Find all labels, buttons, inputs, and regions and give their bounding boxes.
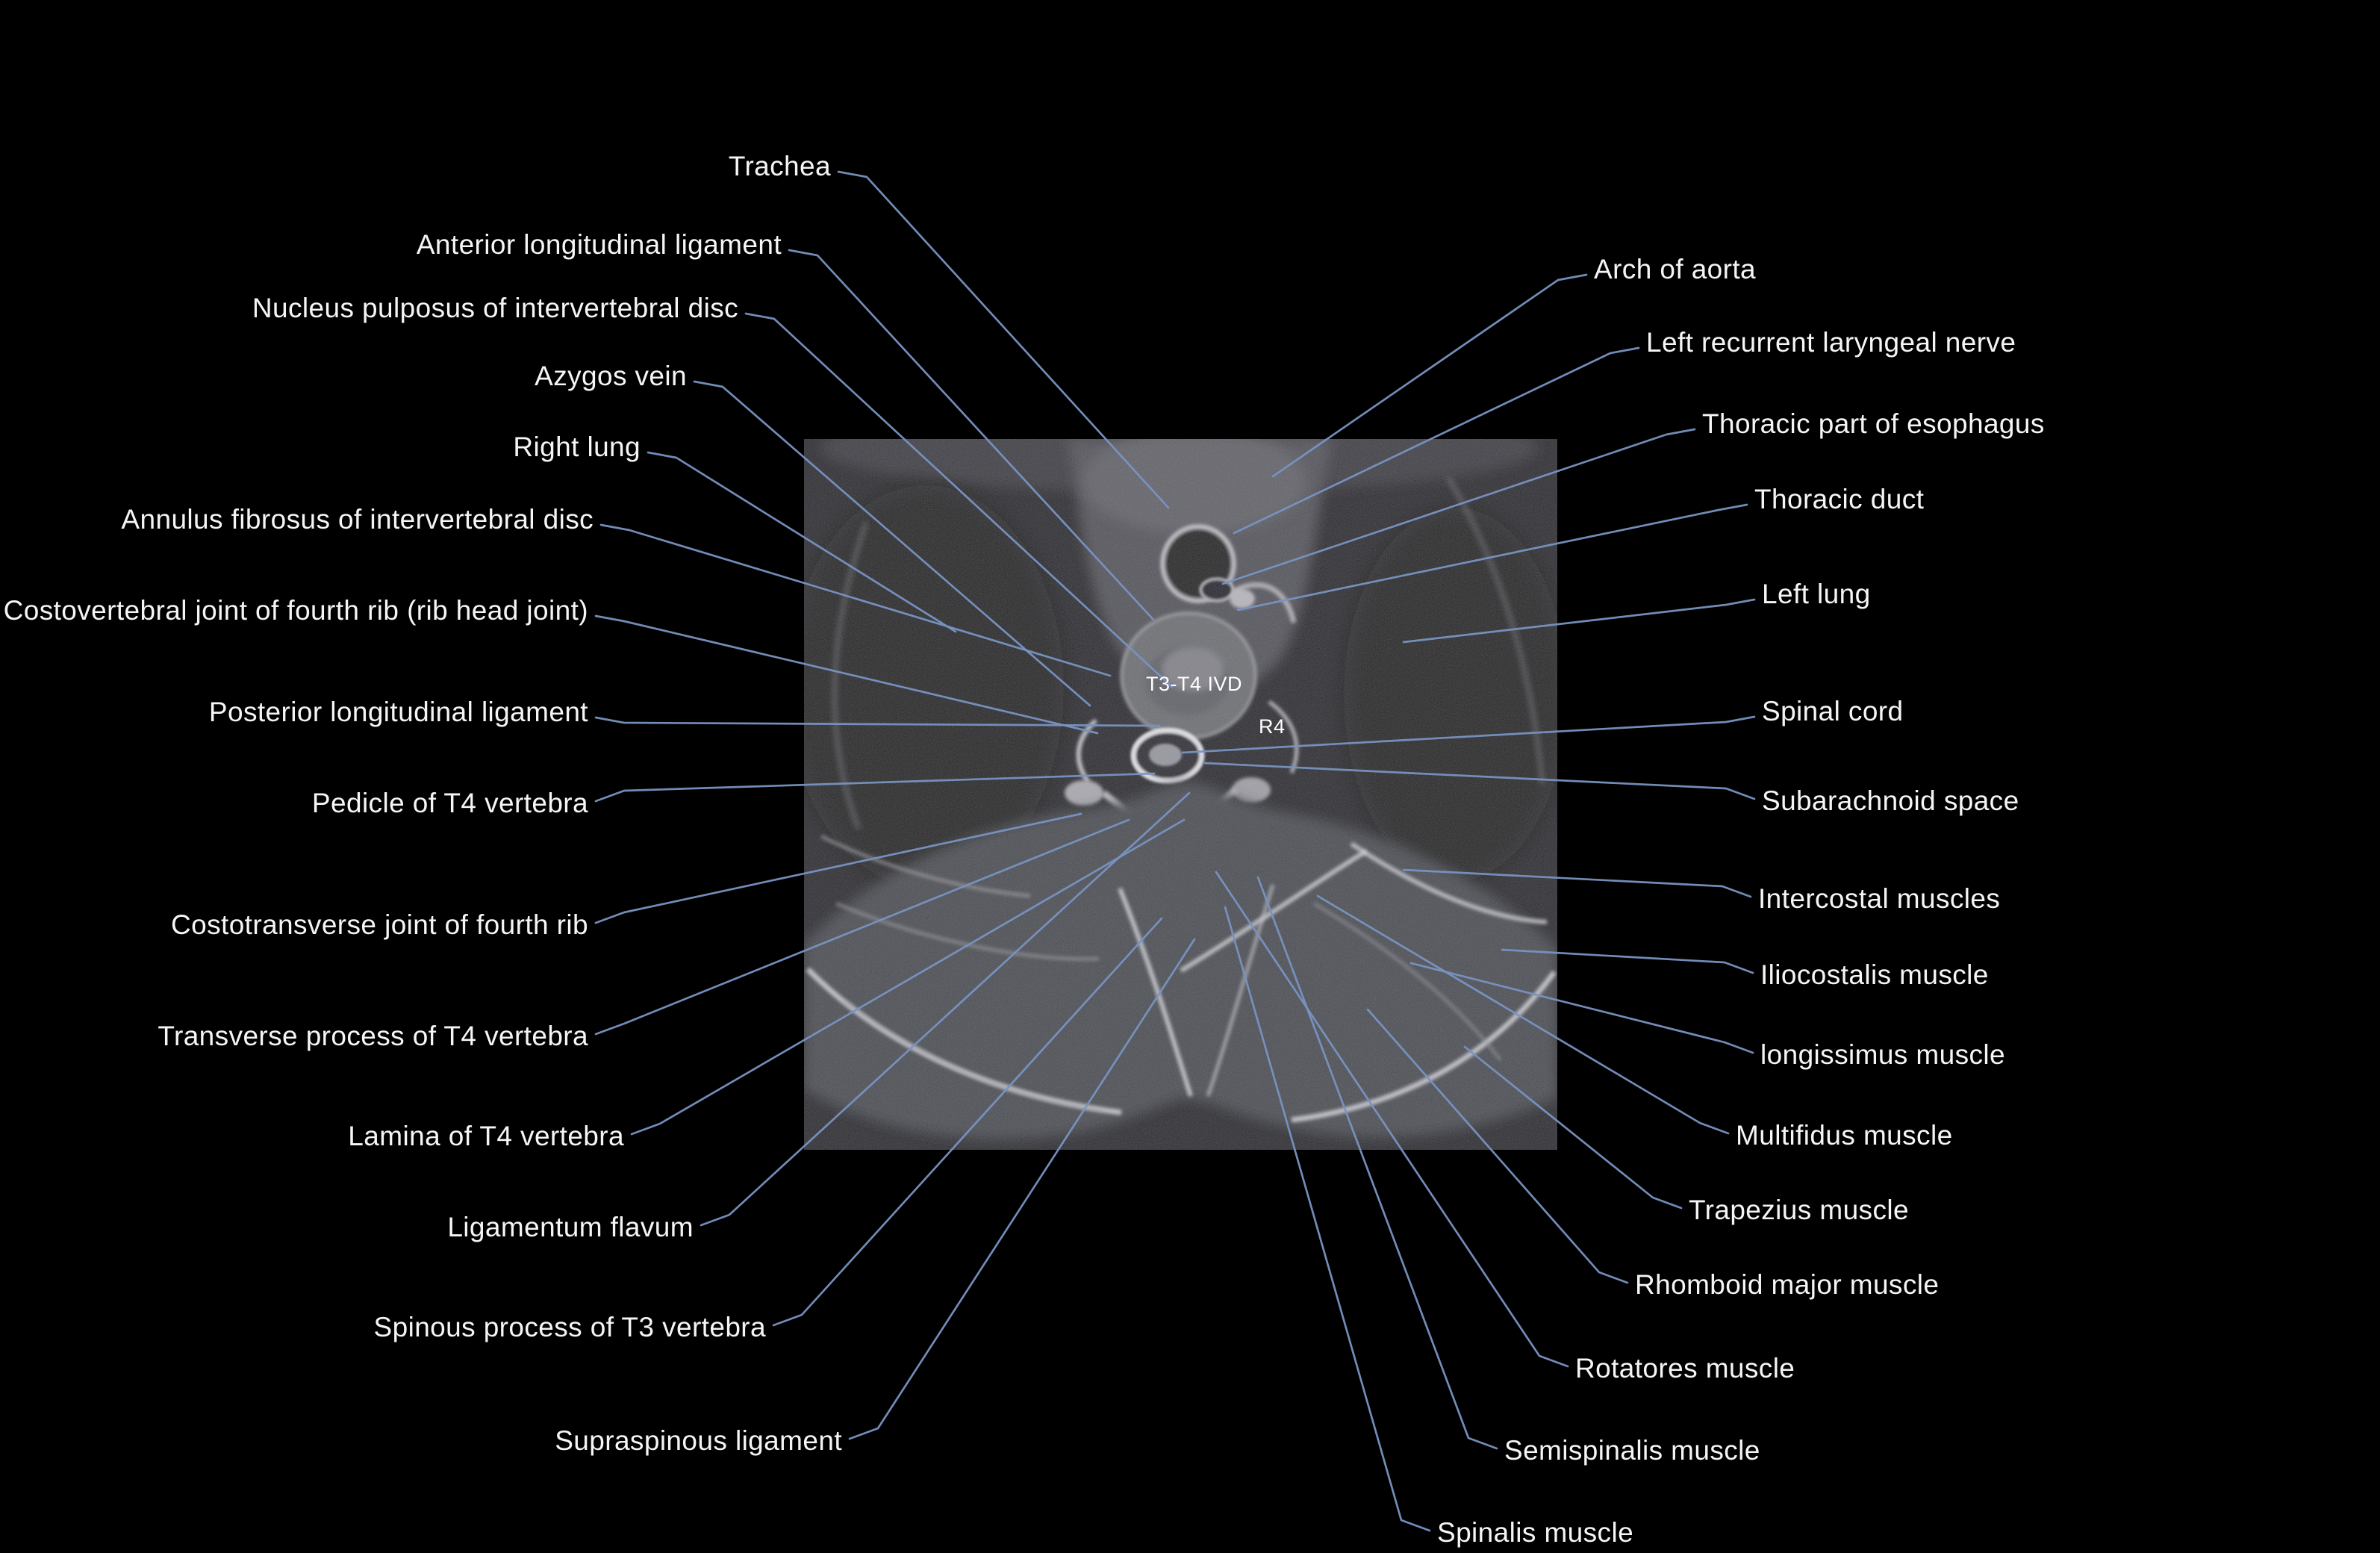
- leader-line-nucleus-pulposus-of-intervertebral-disc: [744, 312, 1174, 688]
- leader-line-iliocostalis-muscle: [1501, 948, 1754, 974]
- anatomy-label-intercostal-muscles: Intercostal muscles: [1758, 883, 2000, 914]
- anatomy-label-thoracic-part-of-esophagus: Thoracic part of esophagus: [1702, 408, 2045, 439]
- anatomy-label-costovertebral-joint-of-fourth-rib-rib-head-joint: Costovertebral joint of fourth rib (rib …: [4, 595, 588, 626]
- leader-line-spinalis-muscle: [1224, 906, 1431, 1532]
- leader-line-annulus-fibrosus-of-intervertebral-disc: [599, 523, 1112, 677]
- leader-line-pedicle-of-t4-vertebra: [594, 772, 1156, 803]
- leader-line-azygos-vein: [693, 380, 1091, 707]
- leader-line-subarachnoid-space: [1203, 762, 1756, 800]
- anatomy-label-arch-of-aorta: Arch of aorta: [1594, 254, 1756, 284]
- anatomy-label-trachea: Trachea: [729, 151, 831, 181]
- anatomy-label-left-lung: Left lung: [1762, 579, 1871, 609]
- leader-line-spinal-cord: [1181, 715, 1756, 754]
- leader-line-left-lung: [1402, 598, 1756, 644]
- mri-annotation-t3-t4-ivd: T3-T4 IVD: [1146, 673, 1242, 695]
- leader-line-intercostal-muscles: [1402, 868, 1752, 898]
- anatomy-label-trapezius-muscle: Trapezius muscle: [1689, 1195, 1909, 1225]
- anatomy-label-iliocostalis-muscle: Iliocostalis muscle: [1760, 959, 1989, 990]
- leader-line-right-lung: [647, 451, 957, 633]
- mri-scan-image: [804, 439, 1557, 1150]
- leader-line-transverse-process-of-t4-vertebra: [594, 818, 1130, 1036]
- leader-lines-layer: [594, 170, 1756, 1532]
- leader-line-longissimus-muscle: [1409, 962, 1754, 1054]
- leader-line-multifidus-muscle: [1316, 894, 1730, 1135]
- leader-line-rotatores-muscle: [1215, 871, 1569, 1368]
- anatomy-label-rhomboid-major-muscle: Rhomboid major muscle: [1635, 1269, 1939, 1300]
- leader-line-costotransverse-joint-of-fourth-rib: [594, 812, 1082, 924]
- anatomy-label-ligamentum-flavum: Ligamentum flavum: [447, 1212, 694, 1242]
- anatomy-label-rotatores-muscle: Rotatores muscle: [1575, 1353, 1795, 1384]
- leader-line-spinous-process-of-t3-vertebra: [772, 917, 1163, 1327]
- anatomy-label-right-lung: Right lung: [513, 432, 641, 462]
- leader-line-rhomboid-major-muscle: [1366, 1008, 1629, 1284]
- anatomy-label-nucleus-pulposus-of-intervertebral-disc: Nucleus pulposus of intervertebral disc: [252, 293, 738, 323]
- anatomy-label-longissimus-muscle: longissimus muscle: [1760, 1039, 2005, 1070]
- anatomy-label-lamina-of-t4-vertebra: Lamina of T4 vertebra: [348, 1121, 624, 1151]
- leader-line-anterior-longitudinal-ligament: [788, 249, 1155, 621]
- leader-line-thoracic-part-of-esophagus: [1221, 428, 1696, 585]
- anatomy-label-costotransverse-joint-of-fourth-rib: Costotransverse joint of fourth rib: [171, 909, 588, 940]
- anatomy-label-pedicle-of-t4-vertebra: Pedicle of T4 vertebra: [312, 788, 588, 818]
- leader-line-costovertebral-joint-of-fourth-rib-rib-head-joint: [594, 614, 1099, 735]
- anatomy-label-azygos-vein: Azygos vein: [535, 361, 687, 391]
- anatomy-label-anterior-longitudinal-ligament: Anterior longitudinal ligament: [417, 229, 782, 260]
- leader-line-semispinalis-muscle: [1256, 876, 1498, 1450]
- anatomy-label-spinalis-muscle: Spinalis muscle: [1437, 1517, 1633, 1548]
- leader-line-posterior-longitudinal-ligament: [594, 716, 1161, 727]
- mri-annotation-r4: R4: [1259, 715, 1286, 738]
- leader-line-supraspinous-ligament: [848, 938, 1196, 1440]
- leader-line-lamina-of-t4-vertebra: [630, 818, 1186, 1136]
- anatomy-label-annulus-fibrosus-of-intervertebral-disc: Annulus fibrosus of intervertebral disc: [121, 504, 594, 535]
- leader-line-left-recurrent-laryngeal-nerve: [1233, 346, 1640, 535]
- leader-line-trachea: [837, 170, 1170, 509]
- anatomy-label-spinous-process-of-t3-vertebra: Spinous process of T3 vertebra: [374, 1312, 767, 1342]
- leader-line-ligamentum-flavum: [700, 791, 1191, 1227]
- inline-annotations-layer: T3-T4 IVD R4: [1146, 673, 1286, 738]
- leader-line-thoracic-duct: [1236, 503, 1748, 611]
- leader-line-arch-of-aorta: [1271, 273, 1588, 478]
- anatomy-label-posterior-longitudinal-ligament: Posterior longitudinal ligament: [209, 697, 588, 727]
- anatomy-label-multifidus-muscle: Multifidus muscle: [1736, 1120, 1953, 1151]
- anatomy-label-subarachnoid-space: Subarachnoid space: [1762, 785, 2019, 816]
- anatomy-label-transverse-process-of-t4-vertebra: Transverse process of T4 vertebra: [158, 1021, 588, 1051]
- anatomy-label-thoracic-duct: Thoracic duct: [1754, 484, 1925, 514]
- leader-line-trapezius-muscle: [1463, 1045, 1683, 1210]
- anatomy-label-semispinalis-muscle: Semispinalis muscle: [1504, 1435, 1760, 1466]
- anatomy-label-supraspinous-ligament: Supraspinous ligament: [555, 1425, 842, 1456]
- anatomy-label-spinal-cord: Spinal cord: [1762, 696, 1904, 726]
- anatomy-label-left-recurrent-laryngeal-nerve: Left recurrent laryngeal nerve: [1646, 327, 2016, 358]
